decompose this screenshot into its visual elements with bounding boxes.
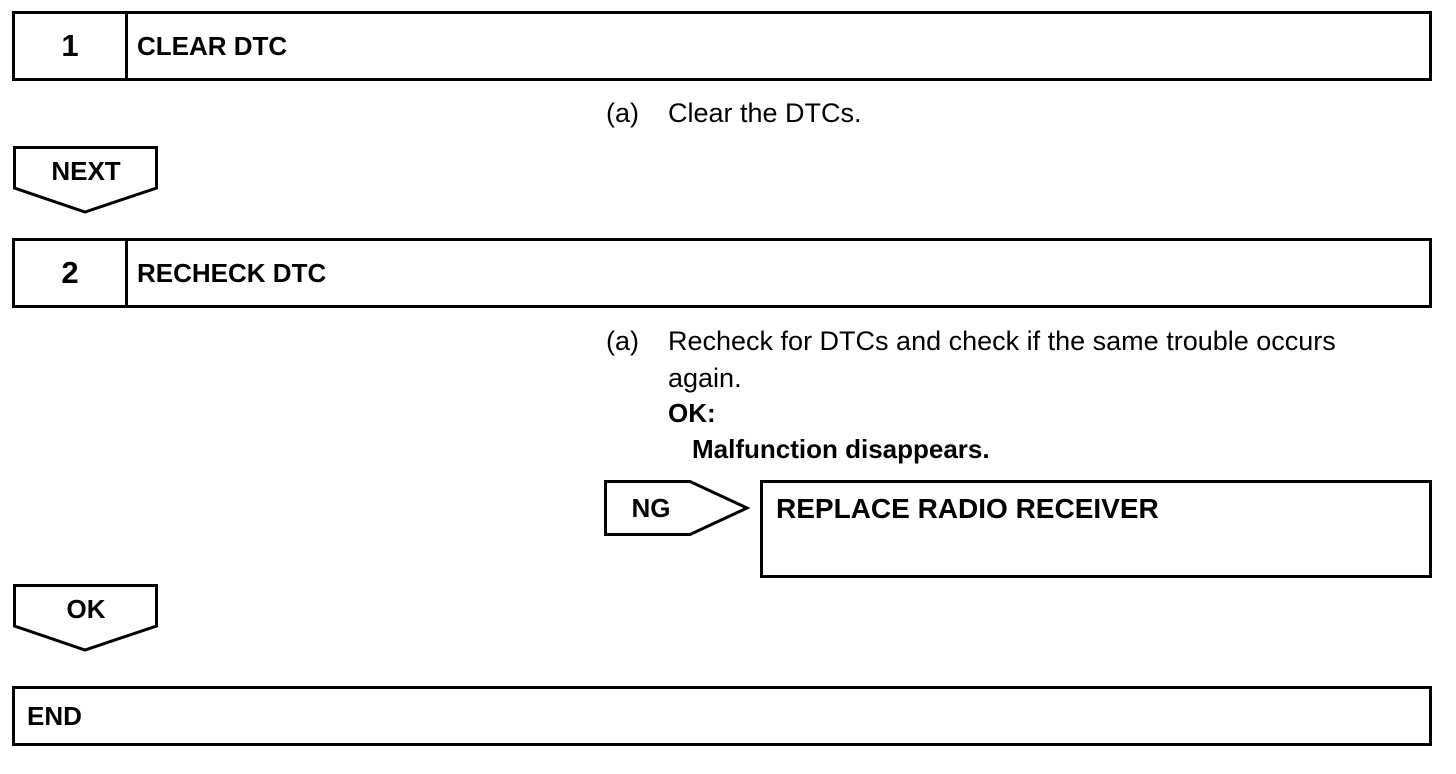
step-1-instruction-text: Clear the DTCs. [668,98,862,128]
step-2-instruction-line-2: again. [668,363,742,393]
step-2-number: 2 [15,241,128,305]
ng-action-box: REPLACE RADIO RECEIVER [760,480,1432,578]
ok-arrow-label: OK [66,594,106,624]
ok-heading: OK: [668,398,716,428]
step-1-title: CLEAR DTC [137,30,288,61]
ng-action-text: REPLACE RADIO RECEIVER [776,493,1159,524]
ok-arrow-shape [13,584,158,652]
step-2-box: 2 RECHECK DTC [12,238,1432,308]
step-1-number: 1 [15,14,128,78]
step-1-instruction-marker: (a) [606,98,639,128]
step-1-box: 1 CLEAR DTC [12,11,1432,81]
ng-arrow-shape [604,480,751,536]
next-arrow-label: NEXT [51,156,121,186]
next-arrow-shape [13,146,158,214]
end-label: END [27,700,82,731]
end-box: END [12,686,1432,746]
ng-arrow-label: NG [631,493,671,523]
step-2-instruction-marker: (a) [606,326,639,356]
step-2-instruction-line-1: Recheck for DTCs and check if the same t… [668,326,1336,356]
step-2-title: RECHECK DTC [137,257,327,288]
ok-result: Malfunction disappears. [692,434,990,464]
